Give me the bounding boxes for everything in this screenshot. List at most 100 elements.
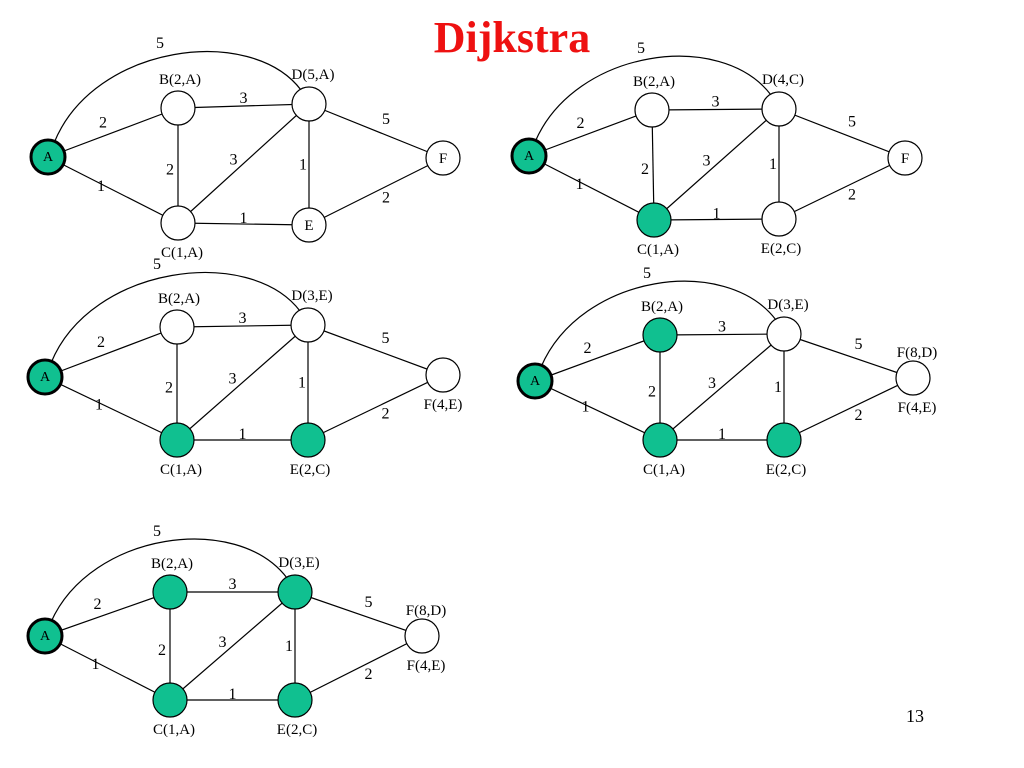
edge-a-d <box>534 55 772 143</box>
edge-c-e <box>653 218 780 221</box>
node-label-e: E(2,C) <box>766 462 806 478</box>
node-d <box>766 316 802 352</box>
edge-weight-d-e: 1 <box>774 379 782 396</box>
node-e <box>277 682 313 718</box>
node-label-a: A <box>530 374 541 389</box>
node-d <box>291 86 327 122</box>
edge-a-c <box>528 155 655 221</box>
edge-b-d <box>176 324 309 328</box>
edge-weight-a-b: 2 <box>94 596 102 613</box>
edge-b-d <box>651 108 780 111</box>
edge-e-f <box>307 374 444 441</box>
edge-weight-c-e: 1 <box>239 426 247 443</box>
edge-d-f <box>308 103 444 159</box>
edge-b-d <box>659 333 785 336</box>
edge-weight-c-d: 3 <box>219 634 227 651</box>
edge-e-f <box>783 377 914 441</box>
node-label-f-alt: F(4,E) <box>898 400 937 416</box>
node-a <box>29 138 67 176</box>
node-c <box>642 422 678 458</box>
edge-a-c <box>534 380 661 441</box>
node-label-c: C(1,A) <box>161 245 203 261</box>
edge-weight-c-e: 1 <box>229 686 237 703</box>
edge-a-b <box>528 109 653 157</box>
node-d <box>290 307 326 343</box>
edge-weight-e-f: 2 <box>855 407 863 424</box>
edge-weight-c-d: 3 <box>229 371 237 388</box>
edge-weight-a-c: 1 <box>576 176 584 193</box>
node-f <box>425 140 461 176</box>
edge-c-d <box>169 591 296 701</box>
node-e <box>291 207 327 243</box>
edge-a-b <box>44 591 171 637</box>
node-c <box>160 205 196 241</box>
edge-weight-b-d: 3 <box>239 310 247 327</box>
node-a <box>516 362 554 400</box>
node-label-f: F <box>439 151 447 167</box>
edge-d-f <box>778 108 906 159</box>
edge-weight-c-d: 3 <box>230 152 238 169</box>
edge-a-c <box>44 635 171 701</box>
edge-a-b <box>44 326 178 378</box>
slide-title: Dijkstra <box>433 13 591 62</box>
edge-weight-a-c: 1 <box>92 656 100 673</box>
node-d <box>761 91 797 127</box>
edge-a-c <box>44 376 178 441</box>
node-f <box>887 140 923 176</box>
edge-weight-b-d: 3 <box>240 90 248 107</box>
node-label-b: B(2,A) <box>159 72 201 88</box>
node-label-d: D(3,E) <box>278 555 319 571</box>
node-a <box>26 358 64 396</box>
node-label-f: F(4,E) <box>424 397 463 413</box>
edge-a-d <box>50 272 301 364</box>
node-label-e: E(2,C) <box>761 241 801 257</box>
node-label-d: D(5,A) <box>292 67 335 83</box>
edge-weight-d-e: 1 <box>769 156 777 173</box>
edge-weight-b-c: 2 <box>158 642 166 659</box>
node-label-b: B(2,A) <box>151 556 193 572</box>
node-e <box>290 422 326 458</box>
edge-a-d <box>540 280 777 368</box>
edge-weight-b-d: 3 <box>229 576 237 593</box>
node-c <box>636 202 672 238</box>
edge-weight-c-d: 3 <box>703 153 711 170</box>
node-label-f: F(8,D) <box>406 603 446 619</box>
edge-weight-c-e: 1 <box>713 206 721 223</box>
node-label-d: D(3,E) <box>291 288 332 304</box>
edge-weight-a-c: 1 <box>95 397 103 414</box>
edge-weight-b-c: 2 <box>641 161 649 178</box>
edge-d-f <box>294 591 423 637</box>
node-b <box>634 92 670 128</box>
node-a <box>26 617 64 655</box>
edge-weight-e-f: 2 <box>382 190 390 207</box>
node-label-f: F(8,D) <box>897 345 937 361</box>
edge-weight-a-d: 5 <box>637 40 645 57</box>
node-b <box>642 317 678 353</box>
edge-weight-a-b: 2 <box>577 115 585 132</box>
edge-d-f <box>783 333 914 379</box>
node-label-b: B(2,A) <box>633 74 675 90</box>
node-f <box>425 357 461 393</box>
node-label-b: B(2,A) <box>158 291 200 307</box>
edge-weight-a-b: 2 <box>584 340 592 357</box>
edge-weight-e-f: 2 <box>848 187 856 204</box>
edge-e-f <box>778 157 906 220</box>
edge-weight-b-c: 2 <box>166 162 174 179</box>
edge-a-d <box>50 538 288 623</box>
edge-weight-d-e: 1 <box>298 375 306 392</box>
edge-a-b <box>534 334 661 382</box>
edge-weight-a-b: 2 <box>99 115 107 132</box>
node-c <box>152 682 188 718</box>
node-label-f-alt: F(4,E) <box>407 658 446 674</box>
node-label-f: F <box>901 151 909 167</box>
edge-weight-c-d: 3 <box>708 375 716 392</box>
edge-weight-d-e: 1 <box>299 157 307 174</box>
node-f <box>895 360 931 396</box>
node-label-a: A <box>40 629 51 644</box>
edge-b-d <box>177 103 310 109</box>
edge-weight-a-d: 5 <box>153 256 161 273</box>
node-label-a: A <box>524 149 535 164</box>
